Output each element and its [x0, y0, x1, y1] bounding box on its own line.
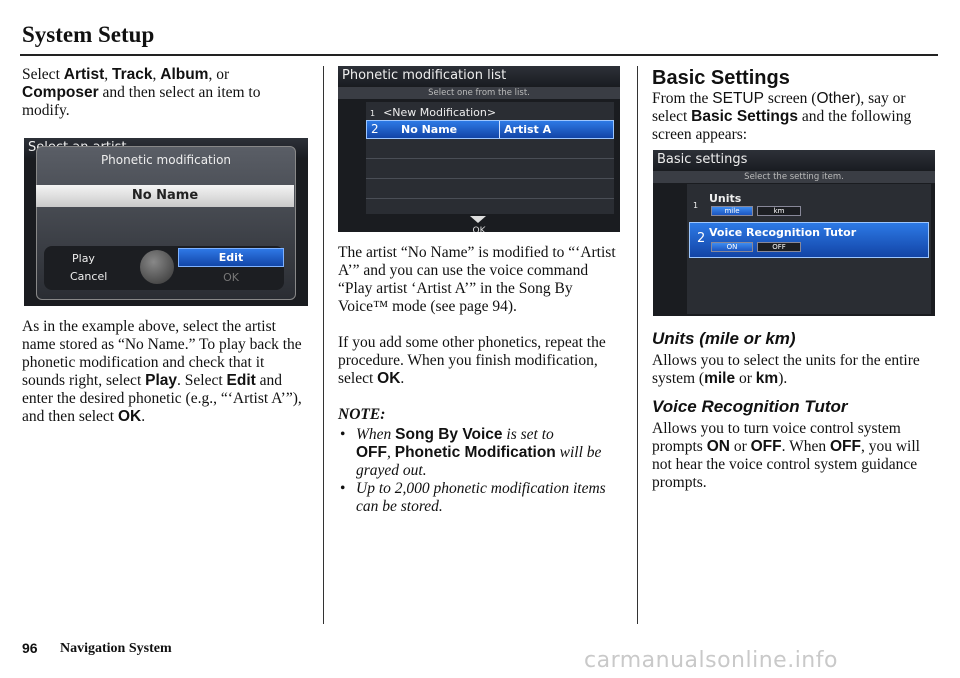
page-title: System Setup [22, 22, 155, 47]
modification-list: 1<New Modification> 2 No Name Artist A [366, 102, 614, 214]
artist-term: Artist [63, 66, 105, 83]
play-term: Play [145, 372, 178, 389]
instruction-paragraph: As in the example above, select the arti… [22, 318, 302, 425]
edit-button: Edit [178, 248, 284, 267]
vrt-paragraph: Allows you to turn voice control system … [652, 420, 920, 491]
page-number: 96 [22, 640, 38, 656]
basic-settings-screenshot: Basic settings Select the setting item. … [653, 150, 935, 316]
repeat-paragraph: If you add some other phonetics, repeat … [338, 334, 606, 387]
section-heading: Basic Settings [652, 67, 790, 89]
vrt-heading: Voice Recognition Tutor [652, 397, 848, 416]
basic-settings-paragraph: From the SETUP screen (Other), say or se… [652, 90, 912, 143]
track-term: Track [111, 66, 153, 83]
settings-item-selected [689, 222, 929, 258]
screen-header: Phonetic modification list [338, 66, 620, 86]
on-option: ON [711, 242, 753, 252]
note-heading: NOTE: [338, 406, 386, 423]
ok-term: OK [117, 408, 142, 425]
column-divider-2 [637, 66, 638, 624]
units-heading: Units (mile or km) [652, 329, 796, 348]
ok-label: OK [472, 226, 486, 232]
down-arrow-icon [470, 216, 486, 223]
screen-subtitle: Select one from the list. [338, 87, 620, 99]
note-item: When Song By Voice is set to OFF, Phonet… [338, 426, 624, 480]
phonetic-modification-screenshot: Select an artist Phonetic modification N… [24, 138, 308, 306]
column-divider-1 [323, 66, 324, 624]
title-rule [20, 54, 938, 56]
note-list: When Song By Voice is set to OFF, Phonet… [338, 426, 624, 516]
mile-option: mile [711, 206, 753, 216]
modification-list-screenshot: Phonetic modification list Select one fr… [338, 66, 620, 232]
play-button: Play [72, 252, 95, 265]
dialog-title: Phonetic modification [100, 153, 232, 167]
album-term: Album [160, 66, 209, 83]
watermark: carmanualsonline.info [584, 648, 838, 673]
ok-button: OK [223, 271, 239, 284]
interface-dial-icon [140, 250, 174, 284]
off-option: OFF [757, 242, 801, 252]
note-item: Up to 2,000 phonetic modification items … [338, 480, 624, 516]
units-item: Units [709, 192, 742, 205]
column-2: Phonetic modification list Select one fr… [338, 66, 624, 516]
footer-title: Navigation System [60, 641, 172, 656]
result-paragraph: The artist “No Name” is modified to “‘Ar… [338, 244, 616, 315]
units-paragraph: Allows you to select the units for the e… [652, 352, 920, 387]
screen-subtitle: Select the setting item. [653, 171, 935, 183]
ok-term: OK [377, 370, 401, 387]
voice-recognition-tutor-item: Voice Recognition Tutor [709, 226, 857, 239]
screen-header: Basic settings [653, 150, 935, 170]
list-item: 1<New Modification> [370, 106, 497, 119]
composer-term: Composer [22, 84, 99, 101]
column-3: Basic Settings From the SETUP screen (Ot… [652, 66, 940, 510]
km-option: km [757, 206, 801, 216]
cancel-button: Cancel [70, 270, 108, 283]
edit-term: Edit [226, 372, 256, 389]
name-field: No Name [36, 185, 294, 207]
list-item-selected: 2 No Name Artist A [366, 120, 614, 139]
